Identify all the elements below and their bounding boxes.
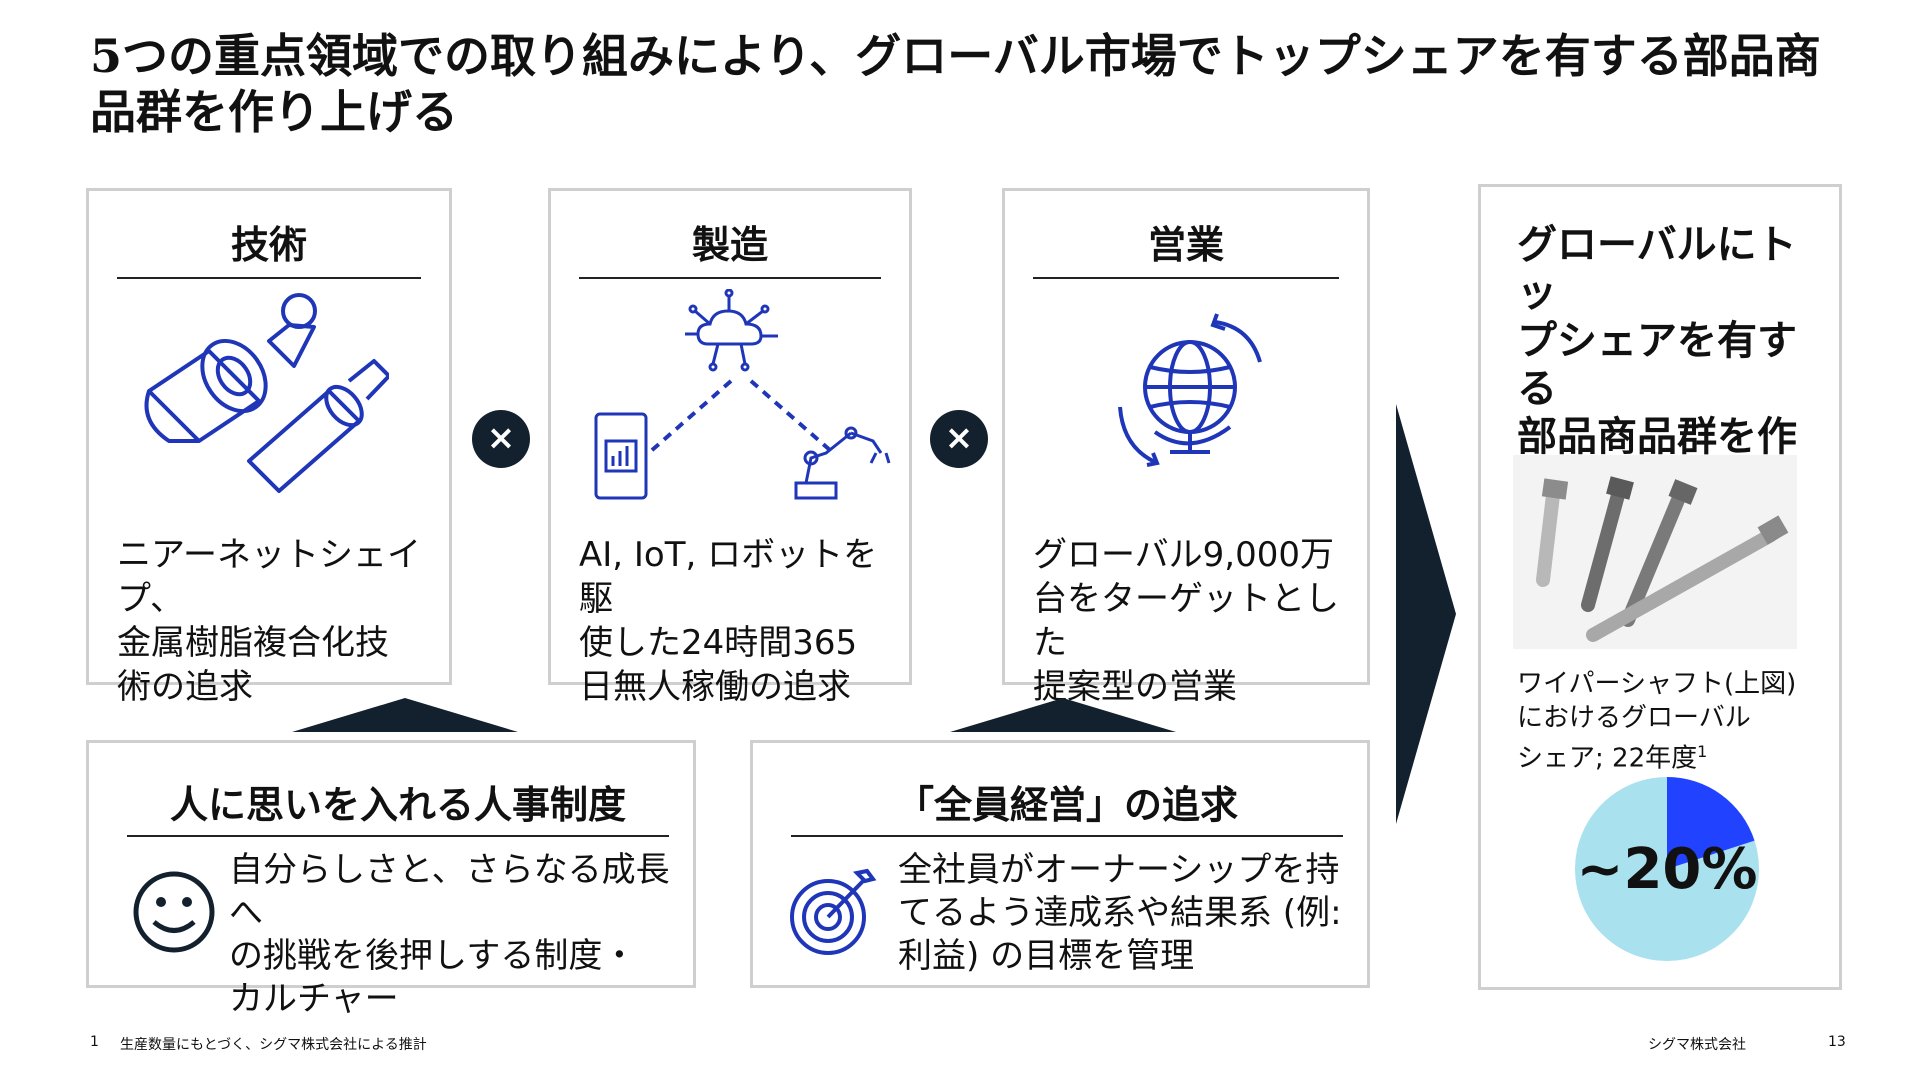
card-body: AI, IoT, ロボットを駆 使した24時間365 日無人稼働の追求 <box>579 535 878 707</box>
caption-text: ワイパーシャフト(上図) におけるグローバル シェア; 22年度 <box>1517 669 1797 774</box>
card-all-management: 「全員経営」の追求 全社員がオーナーシップを持 てるよう達成系や結果系 (例: … <box>750 740 1370 988</box>
card-heading: 技術 <box>117 221 421 279</box>
result-caption: ワイパーシャフト(上図) におけるグローバル シェア; 22年度1 <box>1517 667 1829 776</box>
smiley-icon <box>133 871 215 953</box>
card-body: グローバル9,000万 台をターゲットとした 提案型の営業 <box>1033 535 1339 707</box>
slide-title: 5つの重点領域での取り組みにより、グローバル市場でトップシェアを有する部品商 品… <box>90 29 1821 139</box>
card-heading: 製造 <box>579 221 881 279</box>
card-heading: 「全員経営」の追求 <box>791 779 1343 837</box>
card-technology: 技術 ニアーネットシェイプ、 金属樹脂複合化技 術の追求 <box>86 188 452 707</box>
company-name: シグマ株式会社 <box>1648 1037 1746 1053</box>
card-heading: 営業 <box>1033 221 1339 279</box>
card-heading: 人に思いを入れる人事制度 <box>127 779 669 837</box>
footnote-number: 1 <box>90 1034 99 1050</box>
connection-lines <box>649 379 833 453</box>
cylinder-parts-icon <box>144 293 389 493</box>
times-icon: × <box>930 410 988 468</box>
card-manufacturing: 製造 AI, I <box>548 188 912 707</box>
pie-share-slice <box>1667 777 1755 869</box>
share-label: ~20% <box>1576 837 1758 902</box>
right-arrow <box>1396 404 1456 824</box>
footnote-text: 生産数量にもとづく、シグマ株式会社による推計 <box>120 1037 427 1053</box>
card-body: 自分らしさと、さらなる成長へ の挑戦を後押しする制度・ カルチャー <box>229 850 670 1019</box>
tablet-chart-icon <box>594 412 648 500</box>
target-arrow-icon <box>790 868 877 955</box>
globe-rotate-icon <box>1118 313 1262 467</box>
footnote-mark: 1 <box>1697 742 1708 761</box>
bolts-photo <box>1513 455 1797 649</box>
share-pie-chart <box>1575 777 1759 961</box>
robot-arm-icon <box>794 426 891 500</box>
cloud-network-icon <box>685 289 778 372</box>
card-sales: 営業 グローバル9,000万 台をターゲットとした 提案型の営業 <box>1002 188 1370 707</box>
card-body: 全社員がオーナーシップを持 てるよう達成系や結果系 (例: 利益) の目標を管理 <box>898 850 1342 976</box>
up-arrow-right <box>950 698 1176 732</box>
up-arrow-left <box>292 698 518 732</box>
times-icon: × <box>472 410 530 468</box>
page-number: 13 <box>1828 1034 1846 1050</box>
card-hr-system: 人に思いを入れる人事制度 自分らしさと、さらなる成長へ の挑戦を後押しする制度・… <box>86 740 696 1019</box>
card-body: ニアーネットシェイプ、 金属樹脂複合化技 術の追求 <box>117 535 421 707</box>
